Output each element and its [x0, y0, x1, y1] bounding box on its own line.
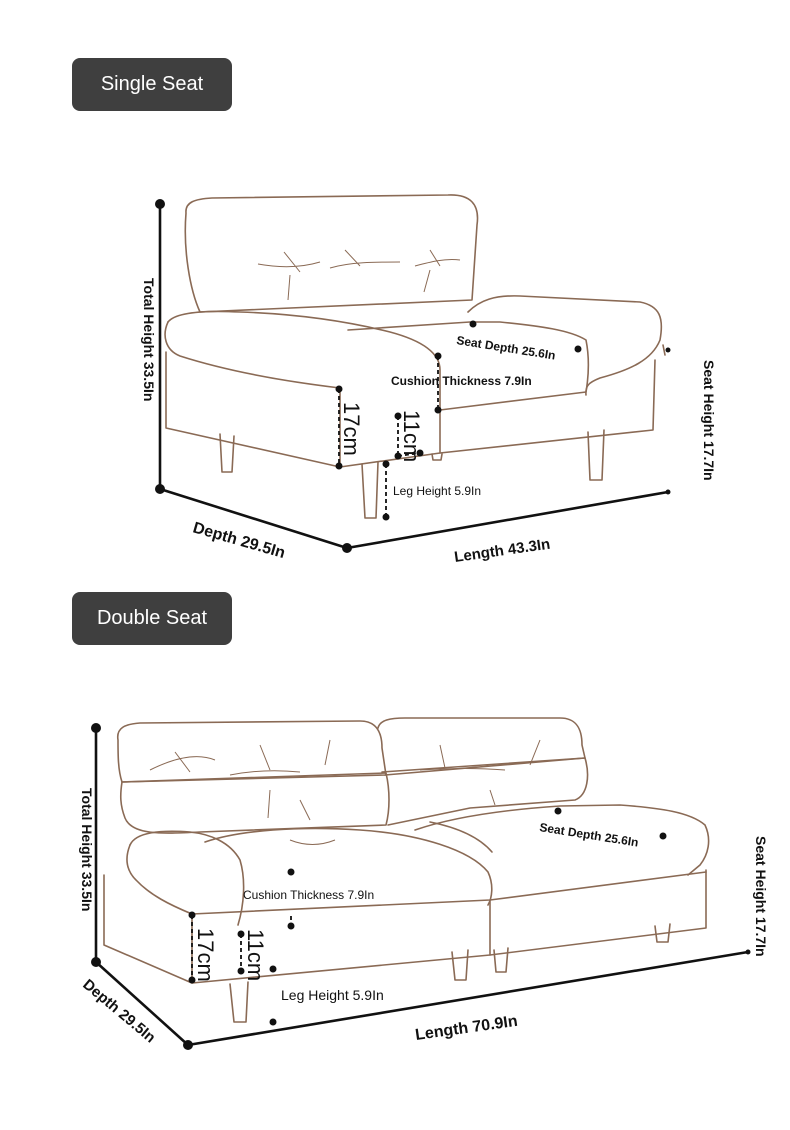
single-seat-cm-label: 11cm [399, 410, 424, 462]
single-seat-height-label: Seat Height 17.7In [701, 360, 717, 481]
single-seat-title: Single Seat [100, 73, 204, 95]
double-sofa-illustration [103, 717, 710, 1023]
double-depth-label: Depth 29.5In [79, 976, 158, 1046]
single-total-height-label: Total Height 33.5In [141, 278, 157, 401]
single-seat-depth-label: Seat Depth 25.6In [456, 333, 557, 362]
double-cushion-label: Cushion Thickness 7.9In [243, 888, 374, 902]
single-sofa-illustration [164, 194, 666, 519]
double-length-label: Length 70.9In [414, 1013, 518, 1044]
single-seat-badge: Single Seat [72, 58, 232, 111]
single-cushion-label: Cushion Thickness 7.9In [391, 374, 532, 388]
single-arm-cm-label: 17cm [339, 402, 364, 456]
double-seat-cm-label: 11cm [243, 929, 268, 981]
double-seat-height-label: Seat Height 17.7In [753, 836, 769, 957]
double-arm-cm-label: 17cm [193, 928, 218, 982]
double-dimension-lines [91, 723, 751, 1050]
double-leg-label: Leg Height 5.9In [281, 987, 384, 1003]
double-seat-depth-label: Seat Depth 25.6In [539, 820, 640, 849]
double-seat-title: Double Seat [96, 607, 208, 629]
single-leg-label: Leg Height 5.9In [393, 484, 481, 498]
double-seat-badge: Double Seat [72, 592, 232, 645]
single-length-label: Length 43.3In [453, 536, 551, 566]
double-total-height-label: Total Height 33.5In [79, 788, 95, 911]
single-dimension-lines [155, 199, 671, 553]
